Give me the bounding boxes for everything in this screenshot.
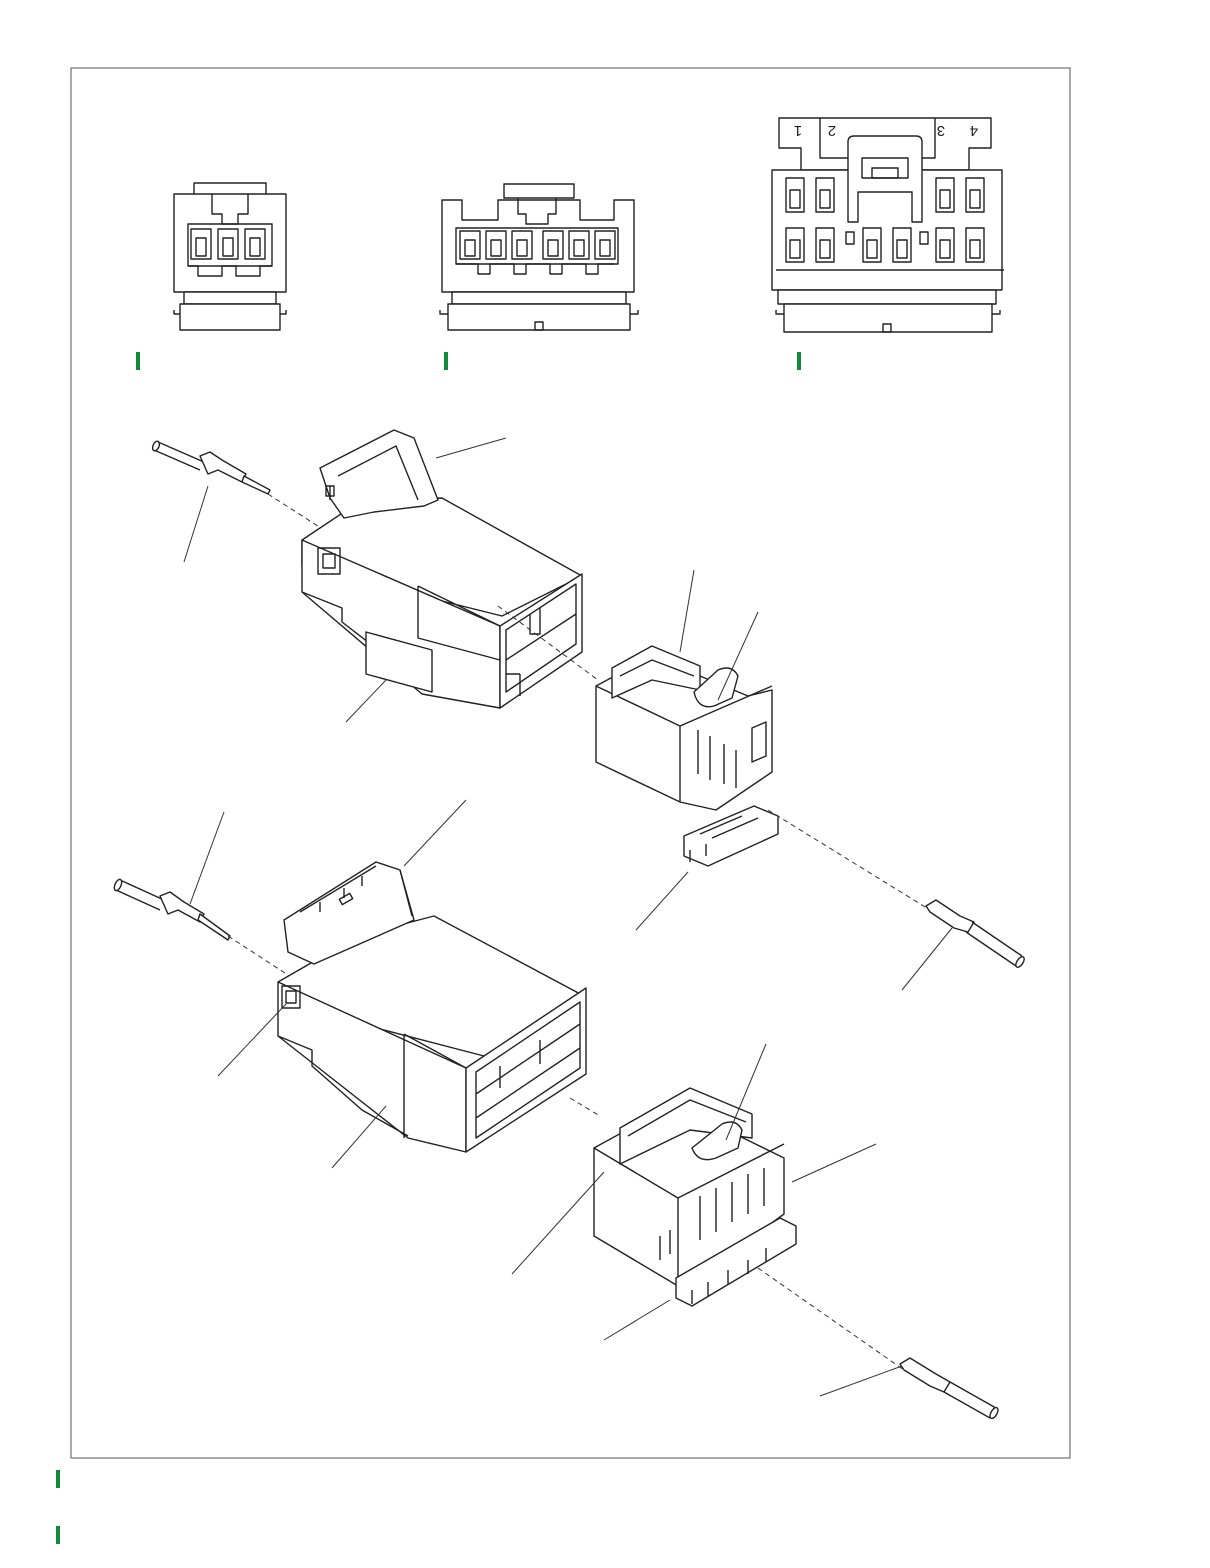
connector-3pin-face-view xyxy=(173,182,287,331)
leader-line xyxy=(331,1105,387,1169)
leader-line xyxy=(901,927,953,991)
leader-line xyxy=(603,1299,671,1341)
leader-line xyxy=(679,569,695,653)
label-marker-1 xyxy=(136,352,140,370)
terminal-with-wire-1 xyxy=(151,440,271,495)
female-housing-2 xyxy=(593,1087,797,1307)
terminal-with-wire-4 xyxy=(899,1357,999,1420)
leader-line xyxy=(189,811,225,905)
terminal-with-wire-2 xyxy=(925,899,1025,968)
leader-line xyxy=(345,679,387,723)
male-housing-1 xyxy=(301,429,583,709)
connector-12pin-face-view: 1 2 3 4 xyxy=(771,117,1004,333)
terminal-with-wire-3 xyxy=(113,878,231,941)
leader-line xyxy=(635,871,689,931)
label-marker-3 xyxy=(797,352,801,370)
figure-frame xyxy=(70,67,1071,1459)
female-housing-1 xyxy=(595,645,779,867)
leader-line xyxy=(435,437,507,459)
assembly-upper xyxy=(151,429,1025,991)
leader-line xyxy=(717,611,759,701)
pin-number-2: 2 xyxy=(828,122,836,139)
label-marker-5 xyxy=(56,1526,60,1544)
leader-line xyxy=(819,1365,903,1397)
label-marker-4 xyxy=(56,1470,60,1488)
leader-line xyxy=(183,485,209,563)
assembly-lower xyxy=(113,799,999,1420)
leader-line xyxy=(791,1143,877,1183)
pin-number-3: 3 xyxy=(937,122,945,139)
connector-6pin-face-view xyxy=(439,183,639,331)
leader-line xyxy=(403,799,467,867)
label-marker-2 xyxy=(444,352,448,370)
leader-line xyxy=(725,1043,767,1141)
leader-line xyxy=(217,1003,287,1077)
leader-line xyxy=(511,1171,605,1275)
pin-number-1: 1 xyxy=(794,122,802,139)
pin-number-4: 4 xyxy=(970,122,978,139)
male-housing-2 xyxy=(277,861,587,1153)
